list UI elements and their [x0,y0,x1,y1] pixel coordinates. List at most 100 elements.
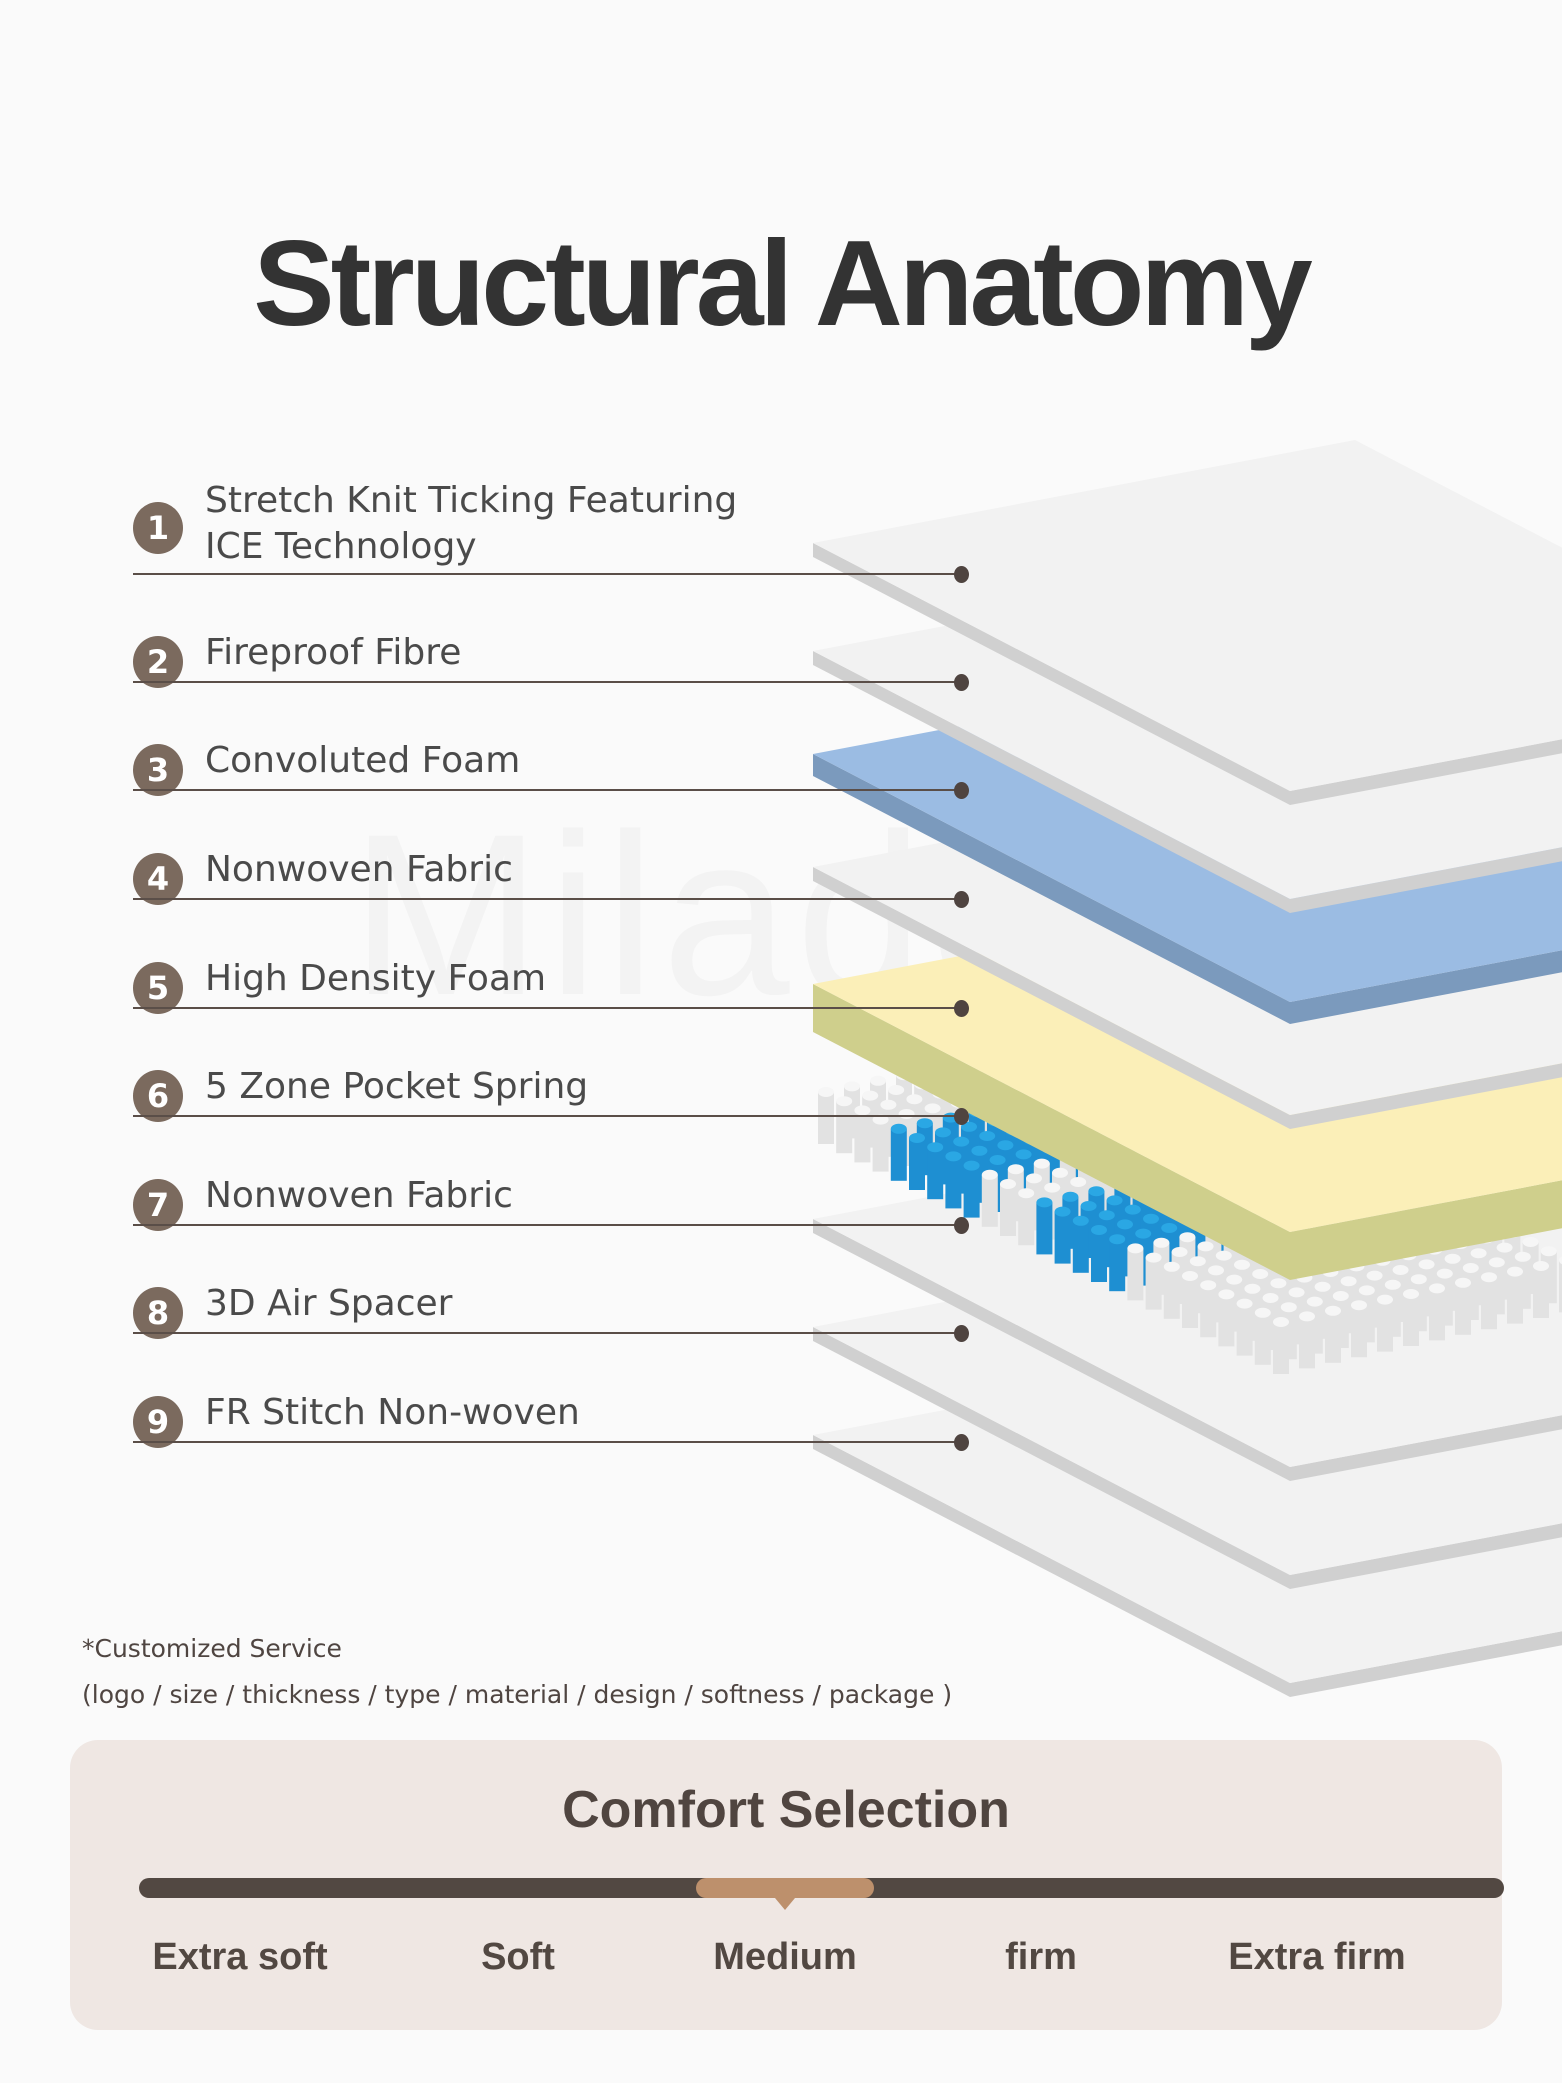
spring-cap [1280,1302,1297,1313]
spring-cap [1481,1272,1497,1283]
layer-number-badge: 1 [133,502,183,554]
spring-cap [909,1133,925,1143]
spring-cap [1514,1251,1531,1262]
leader-line [133,1224,961,1226]
spring-cap [1351,1300,1367,1311]
spring-cap [1533,1261,1549,1271]
spring-coil [1429,1288,1445,1341]
layer-label: Nonwoven Fabric [205,1173,513,1219]
layer-label: Nonwoven Fabric [205,847,513,893]
layer-label-line: FR Stitch Non-woven [205,1392,580,1433]
layer-label: 5 Zone Pocket Spring [205,1064,588,1110]
spring-cap [1392,1265,1409,1275]
spring-cap [1215,1250,1232,1261]
leader-line [133,573,961,575]
leader-line [133,1115,961,1117]
spring-coil [836,1101,853,1154]
spring-cap [1054,1206,1071,1217]
layer-9-right-side [1290,1631,1562,1697]
spring-coil [1018,1193,1035,1246]
layer-3-right-side [1290,950,1562,1024]
layer-label: 3D Air Spacer [205,1281,452,1327]
layer-4-right-side [1290,1063,1562,1129]
spring-coil [1377,1299,1393,1352]
spring-cap [1189,1256,1206,1267]
spring-cap [1052,1167,1068,1178]
spring-coil [854,1110,871,1163]
comfort-level-medium[interactable]: Medium [713,1936,857,1978]
comfort-slider-thumb[interactable] [696,1878,874,1898]
layer-number-badge: 8 [133,1287,183,1339]
spring-cap [854,1105,871,1116]
spring-cap [1200,1280,1217,1291]
spring-cap [1197,1241,1214,1252]
comfort-level-extra-firm[interactable]: Extra firm [1228,1936,1406,1978]
spring-cap [1143,1213,1159,1224]
layer-label-line: 3D Air Spacer [205,1283,453,1324]
spring-coil [1507,1271,1523,1324]
spring-cap [890,1123,907,1134]
spring-cap [1080,1201,1097,1211]
spring-cap [997,1140,1014,1151]
comfort-level-firm[interactable]: firm [1005,1936,1077,1978]
comfort-level-extra-soft[interactable]: Extra soft [152,1936,328,1978]
spring-cap [1171,1247,1188,1257]
comfort-selection-title: Comfort Selection [562,1781,1010,1839]
spring-cap [1072,1215,1089,1226]
spring-cap [1403,1289,1419,1299]
spring-cap [1358,1285,1375,1296]
spring-cap [1340,1276,1357,1287]
spring-cap [1366,1270,1383,1281]
spring-coil [1218,1294,1235,1347]
customized-service-options: (logo / size / thickness / type / materi… [82,1680,953,1709]
spring-cap [836,1096,853,1107]
spring-coil [1163,1266,1180,1319]
spring-cap [1455,1277,1471,1288]
spring-cap [1026,1173,1042,1184]
spring-coil [1236,1303,1253,1356]
layer-2-left-side [813,651,1290,913]
spring-cap [916,1118,933,1129]
spring-cap [1325,1305,1341,1316]
layer-label: Fireproof Fibre [205,630,461,676]
spring-cap [1218,1289,1235,1300]
layer-number-badge: 4 [133,853,183,905]
leader-dot-icon [954,1325,969,1342]
spring-cap [1124,1204,1141,1215]
spring-cap [961,1121,977,1132]
spring-cap [1208,1265,1224,1276]
spring-cap [1522,1237,1539,1247]
spring-cap [945,1151,962,1162]
layer-1-left-side [813,543,1290,805]
spring-cap [1262,1293,1279,1303]
spring-coil [909,1138,925,1190]
spring-coil [963,1165,980,1218]
spring-cap [1429,1283,1445,1294]
layer-9-left-side [813,1435,1290,1697]
spring-coil [1325,1310,1341,1363]
comfort-level-soft[interactable]: Soft [481,1936,555,1978]
spring-cap [1436,1268,1453,1279]
spring-cap [1161,1223,1178,1233]
spring-coil [1481,1277,1497,1330]
spring-cap [1418,1259,1435,1270]
layer-number-badge: 7 [133,1179,183,1231]
layer-7-left-side [813,1219,1290,1481]
spring-cap [1559,1256,1562,1265]
spring-coil [1182,1276,1198,1328]
spring-cap [872,1114,889,1125]
leader-line [133,1007,961,1009]
leader-line [133,1332,961,1334]
spring-cap [1062,1191,1079,1202]
spring-cap [1314,1281,1331,1292]
spring-cap [1163,1261,1180,1272]
spring-cap [888,1085,905,1095]
spring-coil [1054,1211,1071,1264]
spring-cap [1496,1242,1513,1253]
spring-cap [963,1160,980,1171]
leader-dot-icon [954,1217,969,1234]
spring-cap [927,1142,944,1153]
spring-coil [927,1147,944,1200]
spring-cap [1106,1195,1123,1206]
